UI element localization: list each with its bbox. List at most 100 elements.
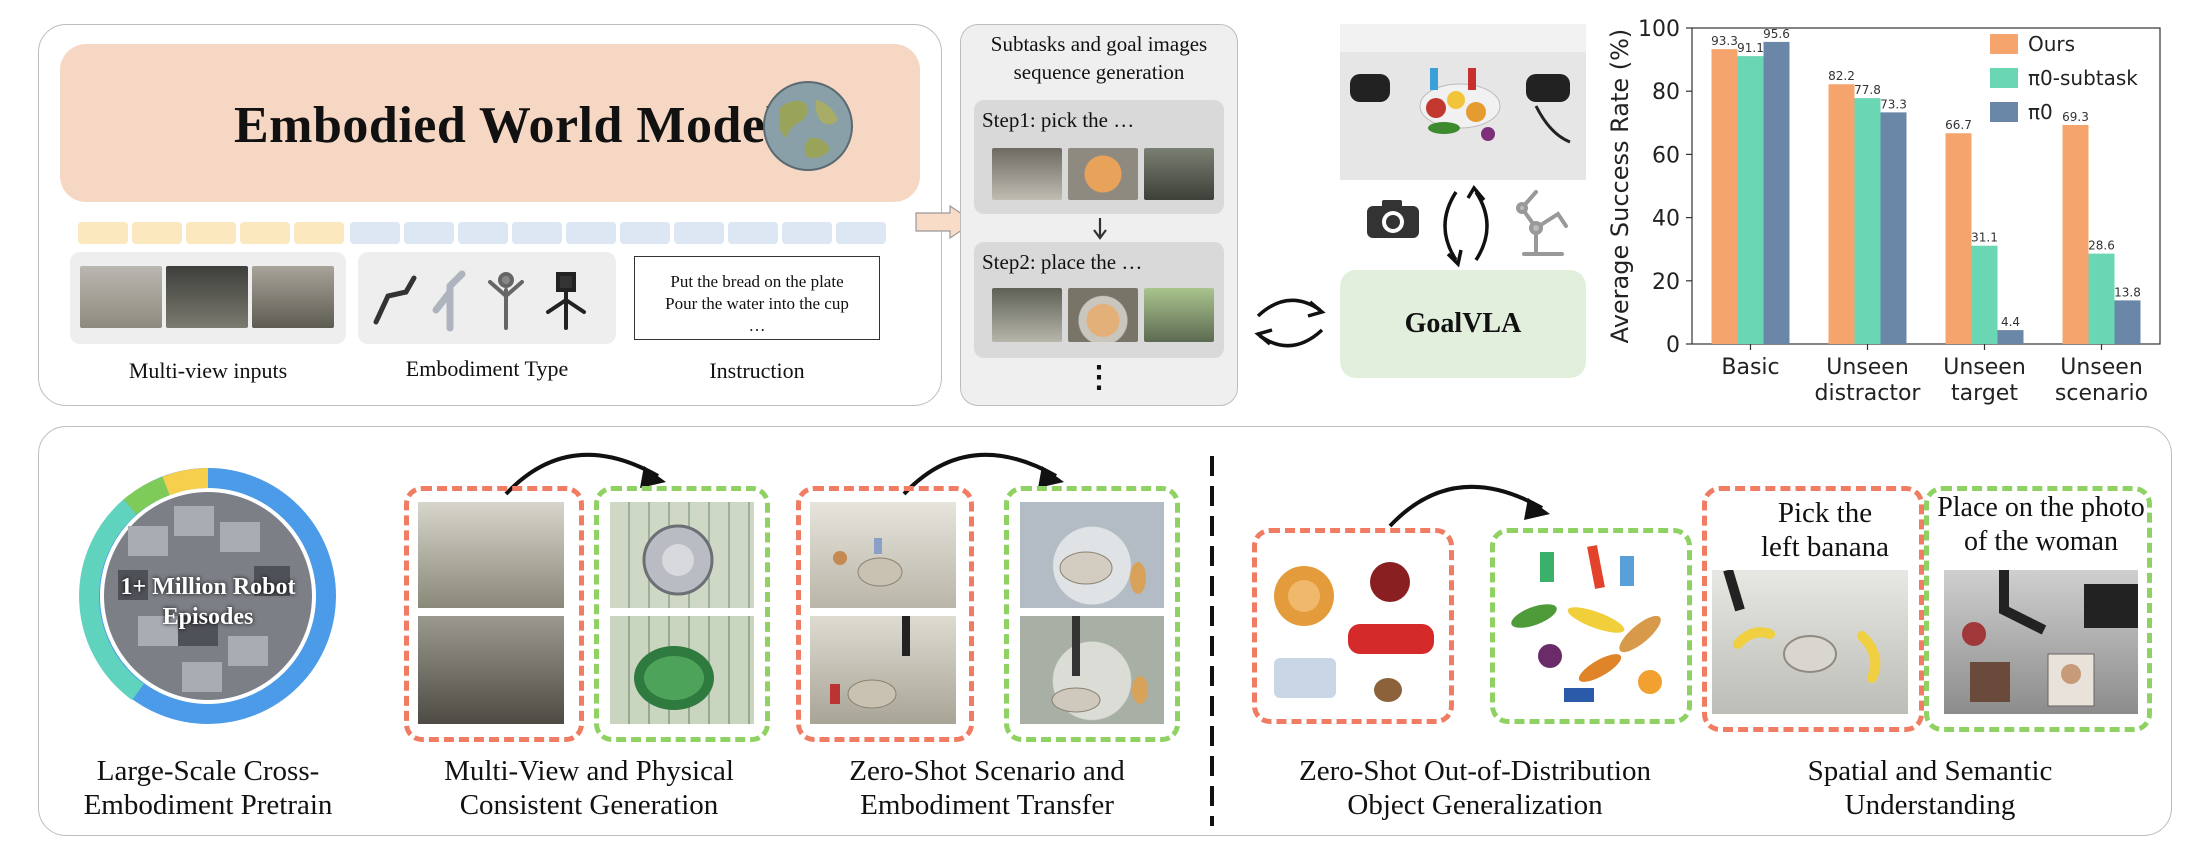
bar-data-label: 13.8 bbox=[2114, 285, 2141, 299]
bar-ours bbox=[2062, 125, 2089, 345]
y-tick-label: 100 bbox=[1638, 17, 1680, 42]
legend-entry: π0-subtask bbox=[2028, 66, 2138, 90]
y-tick-label: 40 bbox=[1652, 207, 1680, 232]
section-divider bbox=[1210, 456, 1214, 826]
pretrain-caption-2: Embodiment Pretrain bbox=[83, 789, 333, 821]
bar-ours bbox=[1945, 133, 1972, 344]
ood-caption-1: Zero-Shot Out-of-Distribution bbox=[1299, 755, 1651, 787]
multiview-caption-1: Multi-View and Physical bbox=[444, 755, 734, 787]
bar-data-label: 28.6 bbox=[2088, 239, 2115, 253]
multiview-generated-image-1 bbox=[610, 502, 754, 608]
transfer-source-image-1 bbox=[810, 502, 956, 608]
bar--0 bbox=[2114, 300, 2141, 344]
x-tick-label: Unseen bbox=[1826, 355, 1909, 380]
y-tick-label: 60 bbox=[1652, 143, 1680, 168]
x-tick-label: distractor bbox=[1815, 381, 1922, 406]
transfer-generated-image-1 bbox=[1020, 502, 1164, 608]
bar--0-subtask bbox=[1971, 245, 1998, 344]
transfer-generated-image-2 bbox=[1020, 616, 1164, 724]
step-2-image-2 bbox=[1068, 288, 1138, 342]
ood-caption-2: Object Generalization bbox=[1347, 789, 1603, 821]
bar-data-label: 93.3 bbox=[1711, 34, 1738, 48]
step-2-image-1 bbox=[992, 288, 1062, 342]
bar-data-label: 69.3 bbox=[2062, 110, 2089, 124]
pretrain-ring bbox=[78, 466, 338, 726]
transfer-source-image-2 bbox=[810, 616, 956, 724]
legend-entry: π0 bbox=[2028, 100, 2053, 124]
robot-arms-icon bbox=[366, 262, 610, 334]
exchange-arrows-icon bbox=[1248, 290, 1332, 354]
transfer-source-box bbox=[796, 486, 974, 742]
ood-generated-box bbox=[1490, 528, 1692, 724]
bar-data-label: 91.1 bbox=[1737, 41, 1764, 55]
bar--0 bbox=[1880, 112, 1907, 344]
x-tick-label: scenario bbox=[2055, 381, 2148, 406]
robot-arm-icon bbox=[1506, 184, 1582, 260]
curved-arrow-icon-3 bbox=[1384, 468, 1564, 532]
step-2-card: Step2: place the … bbox=[974, 242, 1224, 358]
goalvla-label: GoalVLA bbox=[1404, 308, 1522, 339]
transfer-caption-1: Zero-Shot Scenario and bbox=[849, 755, 1125, 787]
pick-banana-line-2: left banana bbox=[1760, 531, 1889, 563]
bar-data-label: 77.8 bbox=[1854, 83, 1881, 97]
x-tick-label: Unseen bbox=[1943, 355, 2026, 380]
bar--0-subtask bbox=[2088, 253, 2115, 344]
spatial-caption-1: Spatial and Semantic bbox=[1807, 755, 2053, 787]
camera-icon bbox=[1364, 196, 1422, 242]
bar--0 bbox=[1997, 330, 2024, 344]
bar--0-subtask bbox=[1737, 56, 1764, 345]
world-model-title: Embodied World Model bbox=[234, 97, 781, 154]
multiview-generated-image-2 bbox=[610, 616, 754, 724]
multiview-source-image-2 bbox=[418, 616, 564, 724]
ood-source-objects bbox=[1264, 540, 1444, 714]
globe-icon bbox=[760, 78, 856, 174]
instruction-line-1: Put the bread on the plate bbox=[670, 272, 844, 291]
bar-data-label: 66.7 bbox=[1945, 118, 1972, 132]
cycle-arrows-icon bbox=[1428, 184, 1502, 268]
legend-swatch bbox=[1990, 34, 2018, 54]
embodiment-type-box bbox=[358, 252, 616, 344]
instruction-box: Put the bread on the plate Pour the wate… bbox=[634, 256, 880, 340]
bar-data-label: 82.2 bbox=[1828, 69, 1855, 83]
pick-banana-image bbox=[1712, 568, 1908, 714]
place-photo-line-2: of the woman bbox=[1964, 526, 2118, 557]
subtasks-heading-2: sequence generation bbox=[1013, 60, 1185, 84]
bar-data-label: 31.1 bbox=[1971, 231, 1998, 245]
bar-data-label: 95.6 bbox=[1763, 27, 1790, 41]
multiview-image-3 bbox=[252, 266, 334, 328]
instruction-line-3: … bbox=[748, 316, 766, 335]
transfer-caption-2: Embodiment Transfer bbox=[860, 789, 1114, 821]
step-1-image-3 bbox=[1144, 148, 1214, 200]
multiview-image-2 bbox=[166, 266, 248, 328]
bar-ours bbox=[1711, 49, 1738, 345]
multiview-source-box bbox=[404, 486, 584, 742]
step-1-label: Step1: pick the … bbox=[982, 108, 1135, 132]
multiview-generated-box bbox=[594, 486, 770, 742]
tabletop-scene-photo bbox=[1340, 24, 1586, 180]
goalvla-box: GoalVLA bbox=[1340, 270, 1586, 378]
subtasks-heading-1: Subtasks and goal images bbox=[990, 32, 1208, 56]
multiview-image-1 bbox=[80, 266, 162, 328]
step-1-card: Step1: pick the … bbox=[974, 100, 1224, 214]
spatial-caption-2: Understanding bbox=[1844, 789, 2016, 821]
y-tick-label: 80 bbox=[1652, 80, 1680, 105]
plot-frame bbox=[1691, 27, 2161, 345]
ood-source-box bbox=[1252, 528, 1454, 724]
curved-arrow-icon bbox=[500, 436, 680, 500]
x-tick-label: Basic bbox=[1721, 355, 1779, 380]
pick-banana-line-1: Pick the bbox=[1777, 497, 1873, 529]
x-tick-label: Unseen bbox=[2060, 355, 2143, 380]
place-photo-line-1: Place on the photo bbox=[1937, 492, 2145, 523]
place-photo-image bbox=[1944, 570, 2138, 714]
pretrain-badge-line-2: Episodes bbox=[162, 604, 254, 630]
legend-swatch bbox=[1990, 102, 2018, 122]
y-tick-label: 20 bbox=[1652, 270, 1680, 295]
x-tick-label: target bbox=[1951, 381, 2018, 406]
multiview-inputs-label: Multi-view inputs bbox=[128, 358, 288, 383]
embodiment-type-label: Embodiment Type bbox=[405, 356, 569, 381]
bar-data-label: 73.3 bbox=[1880, 97, 1907, 111]
step-2-image-3 bbox=[1144, 288, 1214, 342]
pretrain-caption-1: Large-Scale Cross- bbox=[96, 755, 320, 787]
step-1-image-1 bbox=[992, 148, 1062, 200]
